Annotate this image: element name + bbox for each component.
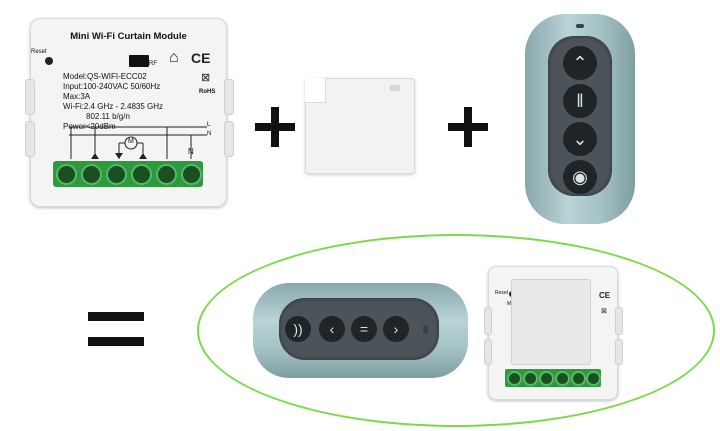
screw-icon [81,164,102,185]
terminal-block [53,161,203,187]
curtain-module: Mini Wi-Fi Curtain Module Reset RF ⌂ CE … [25,18,234,207]
reset-label: Reset [495,290,509,296]
chevron-left-icon[interactable]: ‹ [319,316,345,342]
screw-icon [586,371,601,386]
remote-button-panel: )) ‹ = › [279,298,439,360]
spec-wifi: Wi-Fi:2.4 GHz - 2.4835 GHz [63,102,164,111]
reset-button [45,57,53,65]
terminal-block [505,369,601,387]
side-clip [615,339,623,365]
screw-icon [507,371,522,386]
remote-control: ⌃ ‖ ⌄ ◉ [525,14,635,224]
spec-model: Model:QS-WIFI-ECC02 [63,72,147,81]
combined-curtain-module: Reset Model: CE ⊠ [484,266,623,400]
screw-icon [555,371,570,386]
ce-mark: CE [599,291,611,300]
screw-icon [156,164,177,185]
pause-icon[interactable]: ‖ [563,84,597,118]
screw-icon [131,164,152,185]
highlight-ellipse [197,234,715,427]
led-indicator [576,24,584,28]
side-clip [224,79,234,115]
terminal-n-label: N [207,131,212,137]
chevron-up-icon[interactable]: ⌃ [563,46,597,80]
chevron-right-icon[interactable]: › [383,316,409,342]
ce-mark: CE [191,50,211,66]
rf-receiver-box [305,78,415,174]
side-clip [25,121,35,157]
side-clip [615,307,623,335]
side-clip [484,307,492,335]
screw-icon [571,371,586,386]
equals-sign [88,312,144,346]
reset-label: Reset [31,49,47,55]
side-clip [484,339,492,365]
remote-control-horizontal: )) ‹ = › [253,283,468,378]
screw-icon [539,371,554,386]
screw-icon [523,371,538,386]
spec-max: Max:3A [63,92,91,101]
neutral-label: N [188,147,194,156]
wifi-icon[interactable]: ◉ [563,160,597,194]
plus-sign [255,107,295,147]
rf-receiver-box [511,279,591,365]
terminal-l-label: L [207,122,211,128]
rf-led [129,55,149,67]
side-clip [25,79,35,115]
weee-icon: ⊠ [201,72,211,84]
chevron-down-icon[interactable]: ⌄ [563,122,597,156]
rohs-label: RoHS [199,89,216,95]
plus-sign [448,107,488,147]
screw-icon [106,164,127,185]
screw-icon [181,164,202,185]
remote-button-panel: ⌃ ‖ ⌄ ◉ [548,36,612,196]
screw-icon [56,164,77,185]
wiring-diagram [69,126,207,159]
spec-input: Input:100-240VAC 50/60Hz [63,82,161,91]
spec-wifi-standard: 802.11 b/g/n [86,112,130,121]
module-title: Mini Wi-Fi Curtain Module [70,31,187,42]
motor-label: M [128,138,134,145]
signal-icon[interactable]: )) [285,316,311,342]
rf-label: RF [149,61,157,67]
led-indicator [423,325,428,334]
weee-icon: ⊠ [601,308,607,315]
pause-icon[interactable]: = [351,316,377,342]
side-clip [224,121,234,157]
home-icon: ⌂ [169,49,179,66]
